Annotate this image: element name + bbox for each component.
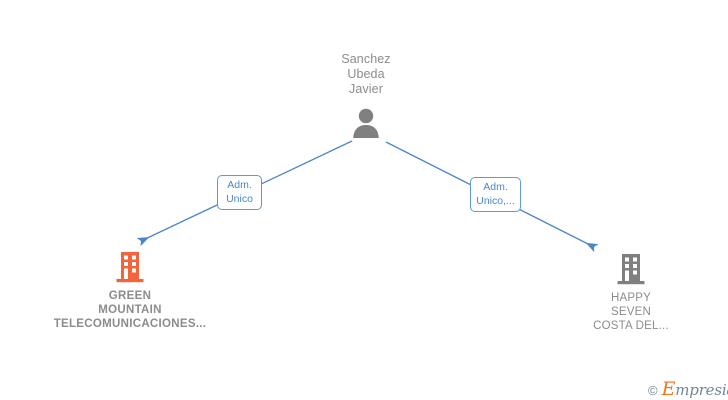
company-node-green-mountain[interactable]: GREEN MOUNTAIN TELECOMUNICACIONES... [50,250,210,331]
person-icon [306,105,426,139]
brand-rest: mpresia [675,381,728,399]
relation-label-adm-unico-left[interactable]: Adm. Unico [217,175,262,210]
company-name-label: HAPPY SEVEN COSTA DEL... [593,292,669,332]
person-name-label: Sanchez Ubeda Javier [341,52,391,96]
company-node-happy-seven[interactable]: HAPPY SEVEN COSTA DEL... [551,252,711,333]
copyright-icon: © [648,383,658,398]
empresia-watermark: © Empresia [648,378,728,400]
relation-label-adm-unico-right[interactable]: Adm. Unico,... [470,177,521,212]
company-name-label: GREEN MOUNTAIN TELECOMUNICACIONES... [53,290,207,330]
building-icon [551,252,711,286]
person-node[interactable]: Sanchez Ubeda Javier [306,52,426,139]
brand-initial: E [661,378,676,400]
building-icon [50,250,210,284]
brand-logo-text: Empresia [662,378,728,400]
